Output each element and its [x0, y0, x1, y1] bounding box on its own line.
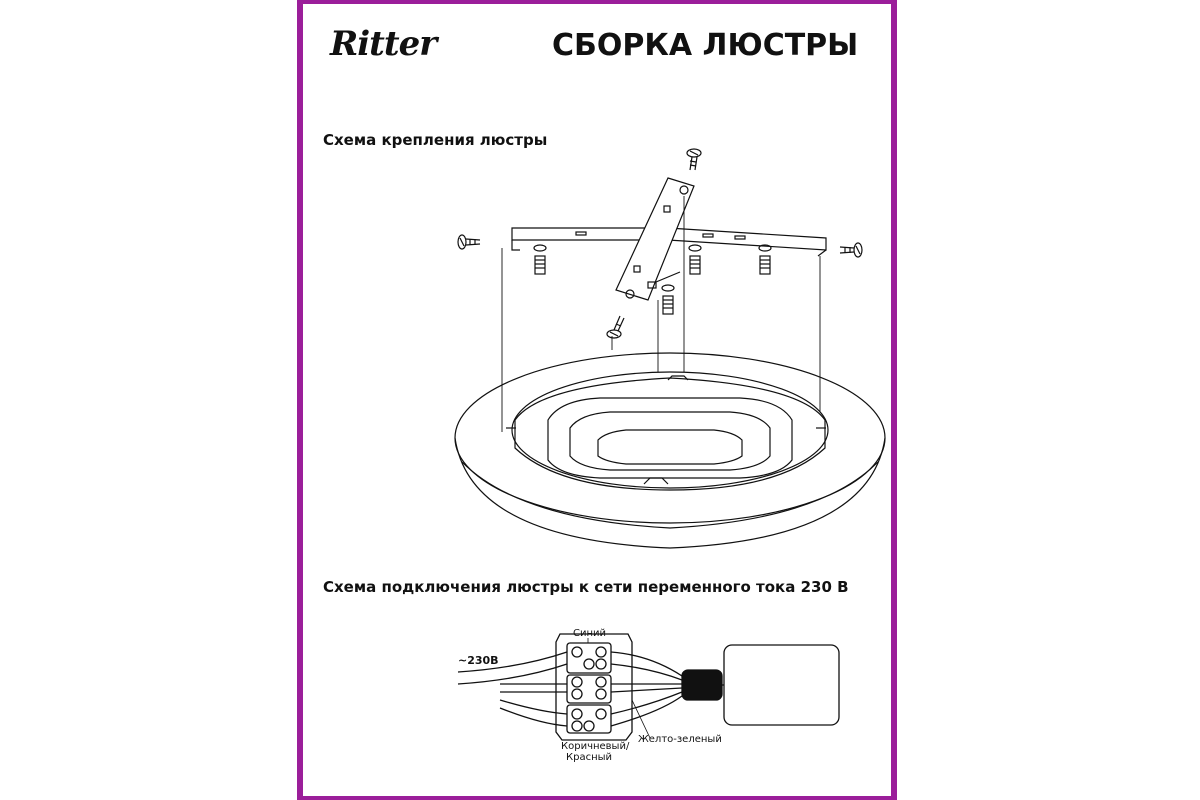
- wiring-section-title: Схема подключения люстры к сети переменн…: [323, 578, 849, 596]
- cross-bracket: [615, 177, 695, 301]
- blue-wire-label: Синий: [573, 628, 606, 639]
- connector-plug-icon: [681, 669, 723, 701]
- screw-right-icon: [839, 242, 863, 258]
- anchor-3-icon: [758, 244, 772, 275]
- driver-box: [723, 644, 840, 726]
- screw-top-icon: [686, 148, 702, 171]
- mounting-section-title: Схема крепления люстры: [323, 131, 548, 149]
- page-title: СБОРКА ЛЮСТРЫ: [552, 28, 859, 63]
- lamp-body: [454, 352, 886, 549]
- terminal-blue: [566, 642, 612, 674]
- wiring-diagram: [457, 633, 840, 741]
- screw-left-icon: [457, 234, 481, 250]
- anchor-2-icon: [688, 244, 702, 275]
- terminal-ground: [566, 674, 612, 704]
- red-wire-label: Красный: [566, 752, 612, 763]
- brown-wire-label: Коричневый/: [561, 741, 630, 752]
- screw-bottom-icon: [606, 315, 625, 339]
- anchor-1-icon: [533, 244, 547, 275]
- anchor-4-icon: [661, 284, 675, 315]
- voltage-label: ~230В: [458, 654, 499, 667]
- ground-wire-label: Желто-зеленый: [638, 734, 722, 745]
- terminal-brown: [566, 704, 612, 734]
- brand-logo: Ritter: [330, 24, 437, 64]
